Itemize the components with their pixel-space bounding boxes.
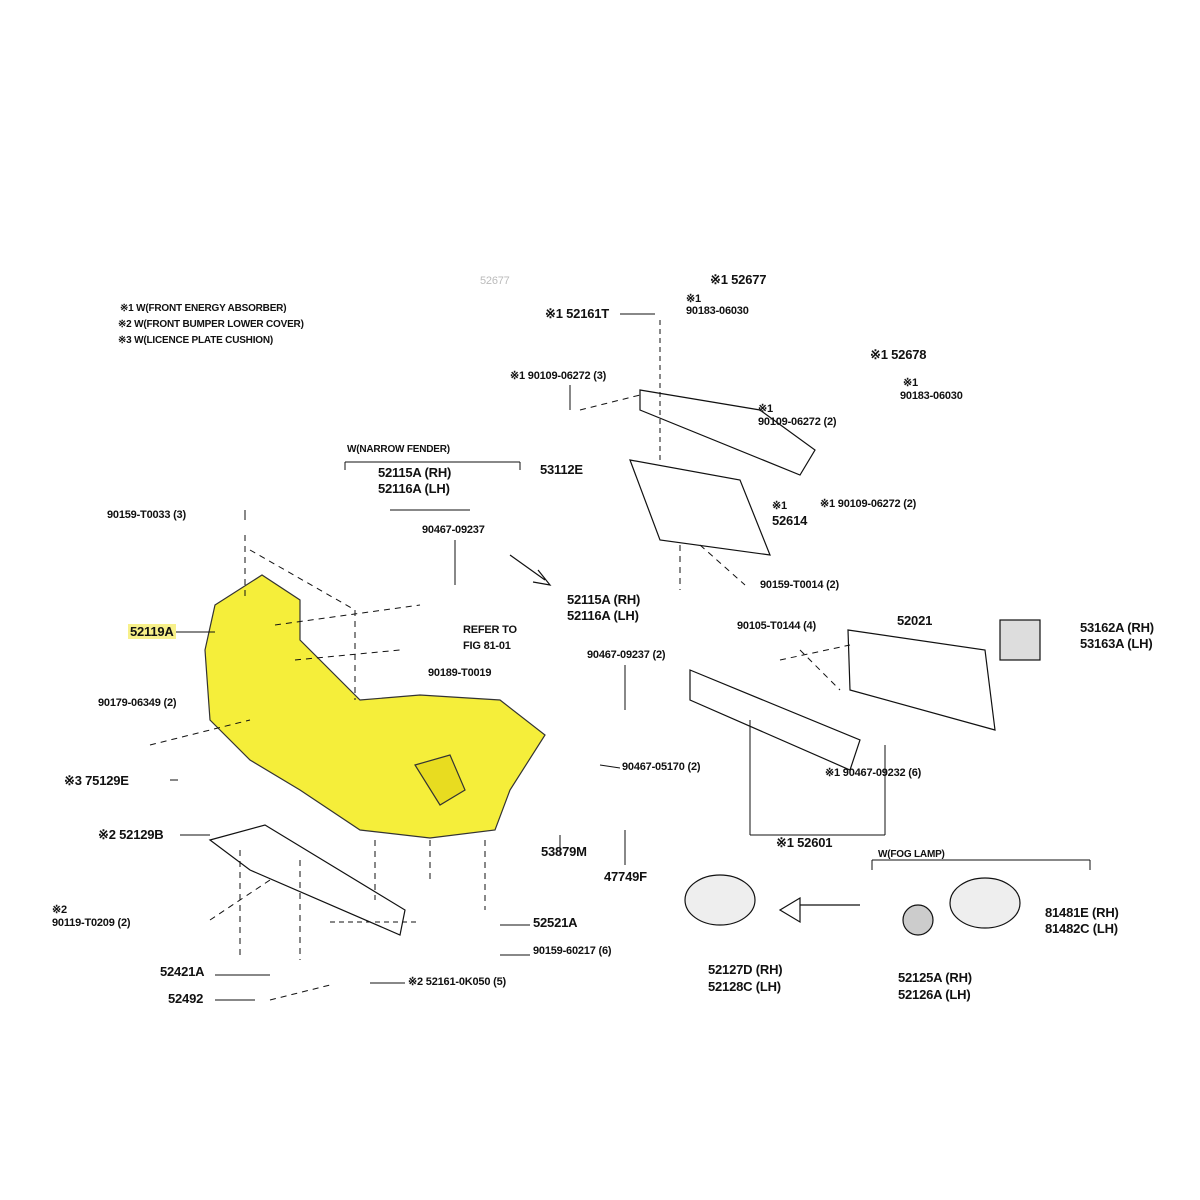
part-52614[interactable]: 52614 (772, 513, 808, 528)
part-52129B[interactable]: ※2 52129B (98, 827, 164, 842)
part-52521A[interactable]: 52521A (533, 915, 578, 930)
grille-upper (639, 389, 816, 476)
group-narrow-fender: W(NARROW FENDER) (347, 444, 450, 455)
part-52614-mark: ※1 (772, 500, 787, 512)
part-47749F[interactable]: 47749F (604, 869, 647, 884)
part-90159-T0014[interactable]: 90159-T0014 (2) (760, 579, 839, 591)
lower-cover (208, 824, 406, 936)
part-90109-06272-2b[interactable]: ※1 90109-06272 (2) (820, 498, 917, 510)
part-52127D[interactable]: 52127D (RH) (708, 962, 783, 977)
fog-recess (414, 754, 466, 806)
refer-line-1: REFER TO (463, 624, 517, 636)
part-52677[interactable]: ※1 52677 (710, 272, 767, 287)
arrow-fog (778, 896, 860, 924)
fog-lamp (902, 904, 934, 936)
part-52115A-a[interactable]: 52115A (RH) (378, 465, 452, 480)
part-52119A-highlighted[interactable]: 52119A (128, 624, 176, 639)
part-52116A-b[interactable]: 52116A (LH) (567, 608, 639, 623)
front-bumper-cover (204, 574, 546, 839)
note-3: ※3 W(LICENCE PLATE CUSHION) (118, 335, 274, 346)
fog-lamp-bezel (949, 877, 1021, 929)
part-90159-60217[interactable]: 90159-60217 (6) (533, 945, 612, 957)
note-2: ※2 W(FRONT BUMPER LOWER COVER) (118, 319, 304, 330)
faded-label: 52677 (480, 275, 510, 287)
part-90467-09237-2[interactable]: 90467-09237 (2) (587, 649, 666, 661)
part-90179-06349[interactable]: 90179-06349 (2) (98, 697, 177, 709)
bumper-reinforcement (847, 629, 996, 731)
refer-line-2: FIG 81-01 (463, 640, 511, 652)
part-52128C[interactable]: 52128C (LH) (708, 979, 781, 994)
part-90109-06272-2a[interactable]: 90109-06272 (2) (758, 416, 837, 428)
part-75129E[interactable]: ※3 75129E (64, 773, 129, 788)
part-52421A[interactable]: 52421A (160, 964, 205, 979)
part-90467-05170[interactable]: 90467-05170 (2) (622, 761, 701, 773)
part-53163A[interactable]: 53163A (LH) (1080, 636, 1153, 651)
part-90183b-mark: ※1 (903, 377, 918, 389)
part-52021[interactable]: 52021 (897, 613, 933, 628)
part-52125A[interactable]: 52125A (RH) (898, 970, 972, 985)
radiator-grille (629, 459, 771, 556)
part-52492[interactable]: 52492 (168, 991, 204, 1006)
group-fog-lamp: W(FOG LAMP) (878, 849, 945, 860)
part-52126A[interactable]: 52126A (LH) (898, 987, 971, 1002)
part-53162A[interactable]: 53162A (RH) (1080, 620, 1154, 635)
part-81482C[interactable]: 81482C (LH) (1045, 921, 1118, 936)
part-52115A-b[interactable]: 52115A (RH) (567, 592, 641, 607)
part-90183a-mark: ※1 (686, 293, 701, 305)
part-52161T[interactable]: ※1 52161T (545, 306, 610, 321)
note-1: ※1 W(FRONT ENERGY ABSORBER) (120, 303, 287, 314)
part-90467-09237[interactable]: 90467-09237 (422, 524, 485, 536)
part-90159-T0033[interactable]: 90159-T0033 (3) (107, 509, 186, 521)
part-52161-0K050[interactable]: ※2 52161-0K050 (5) (408, 976, 506, 988)
part-90109a-mark: ※1 (758, 403, 773, 415)
part-52678[interactable]: ※1 52678 (870, 347, 927, 362)
part-53112E[interactable]: 53112E (540, 462, 583, 477)
arrow-fender (509, 554, 552, 586)
part-53879M[interactable]: 53879M (541, 844, 587, 859)
part-90109-06272-3[interactable]: ※1 90109-06272 (3) (510, 370, 607, 382)
part-90189-T0019[interactable]: 90189-T0019 (428, 667, 492, 679)
fog-lamp-cover (684, 874, 756, 926)
part-90183-06030-a[interactable]: 90183-06030 (686, 305, 749, 317)
part-90105-T0144[interactable]: 90105-T0144 (4) (737, 620, 816, 632)
part-90467-09232[interactable]: ※1 90467-09232 (6) (825, 767, 922, 779)
part-90119-T0209[interactable]: 90119-T0209 (2) (52, 917, 131, 929)
part-90119-mark: ※2 (52, 904, 67, 916)
part-52116A-a[interactable]: 52116A (LH) (378, 481, 450, 496)
part-90183-06030-b[interactable]: 90183-06030 (900, 390, 963, 402)
side-bracket-right (999, 619, 1041, 661)
energy-absorber (689, 669, 861, 771)
part-52601[interactable]: ※1 52601 (776, 835, 833, 850)
part-81481E[interactable]: 81481E (RH) (1045, 905, 1119, 920)
